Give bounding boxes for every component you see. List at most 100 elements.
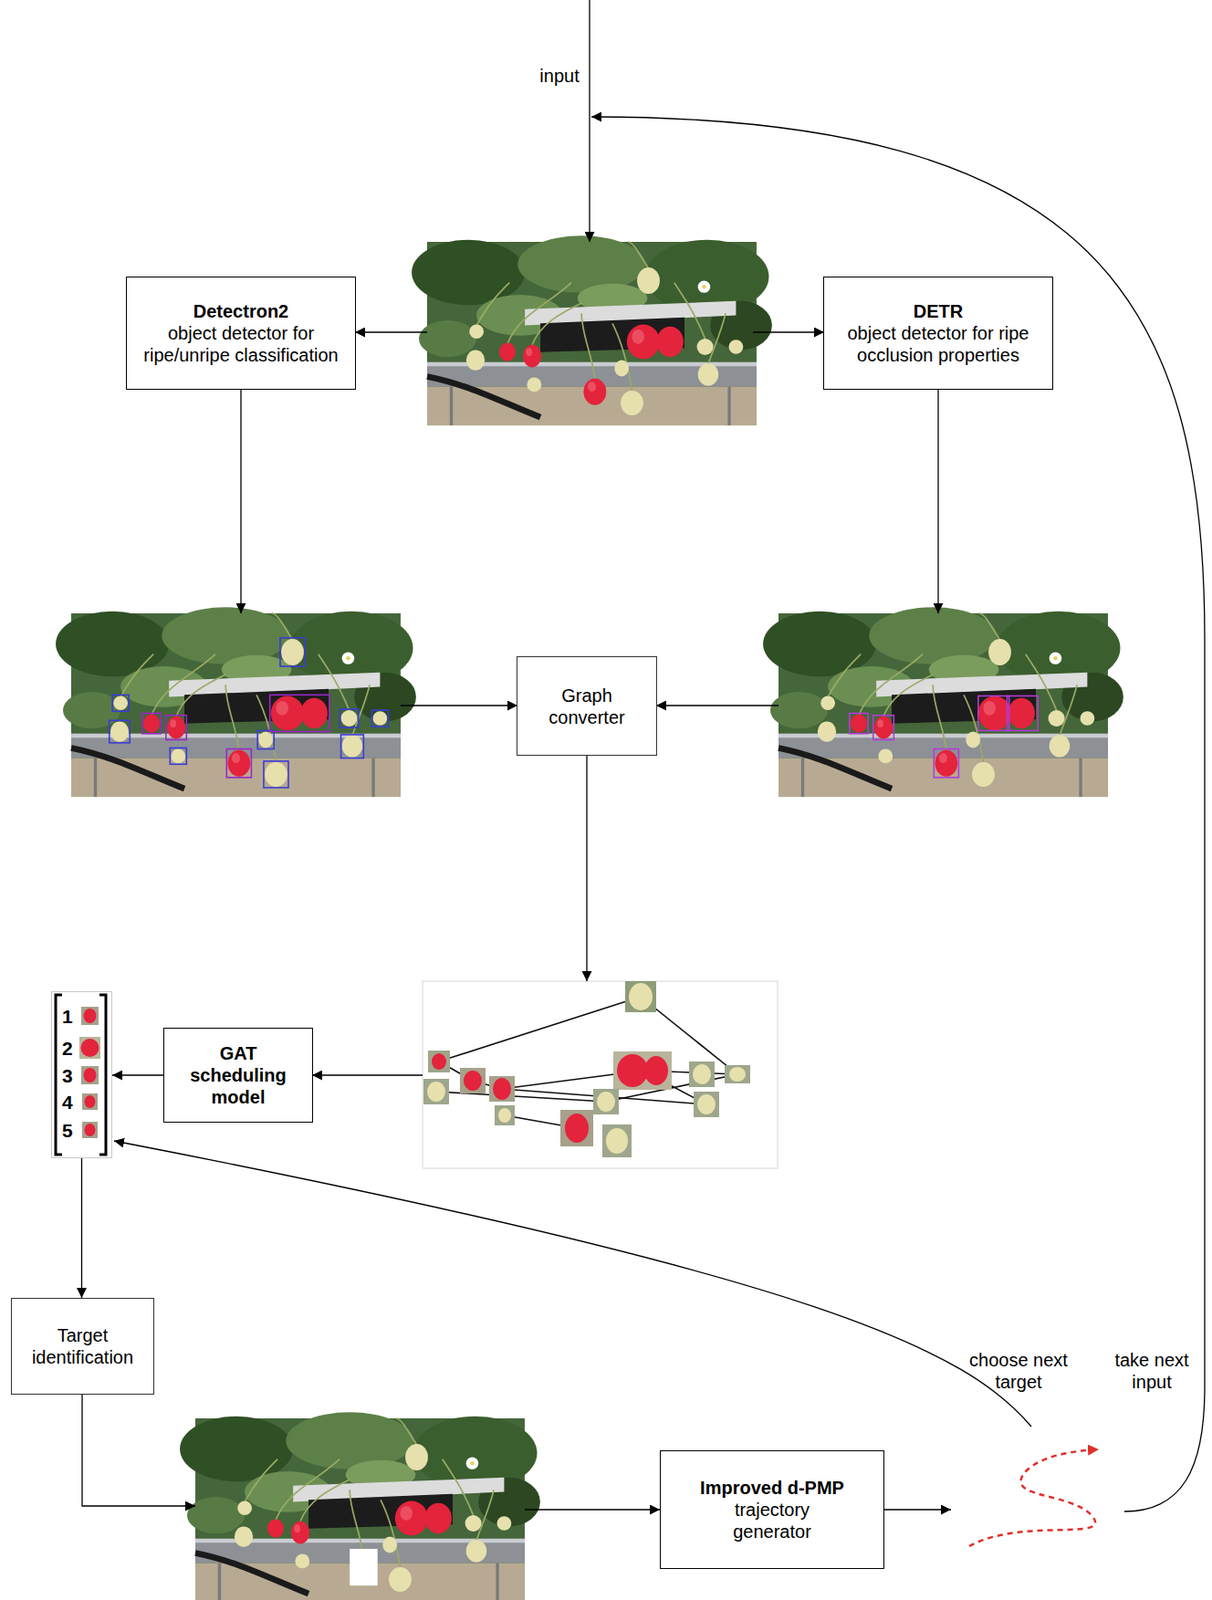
illustration-part xyxy=(689,1061,715,1087)
illustration-part xyxy=(625,981,657,1013)
illustration-part xyxy=(99,994,106,1155)
illustration-part xyxy=(593,1088,619,1115)
occlusion-photo xyxy=(762,606,1124,797)
illustration-part xyxy=(431,1053,447,1070)
photo-scene xyxy=(762,606,1124,797)
illustration-part xyxy=(524,1508,660,1510)
illustration-part xyxy=(428,1050,450,1073)
illustration-part xyxy=(114,1140,1032,1427)
illustration-part xyxy=(355,331,428,333)
illustration-part xyxy=(933,749,959,778)
illustration-part xyxy=(724,1065,751,1084)
illustration-part xyxy=(371,710,388,727)
process-box: Graph converter xyxy=(516,656,658,756)
illustration-part xyxy=(84,1095,96,1108)
illustration-part xyxy=(1006,695,1038,731)
illustration-part xyxy=(84,1123,96,1137)
illustration-part xyxy=(339,709,358,728)
illustration-part xyxy=(591,116,1205,1512)
box-title: Target identification xyxy=(20,1324,145,1369)
process-box: DETRobject detector for ripe occlusion p… xyxy=(823,276,1054,390)
photo-scene xyxy=(55,606,417,797)
illustration-part xyxy=(423,981,751,1158)
input-photo xyxy=(411,235,773,426)
illustration-part xyxy=(83,1008,97,1024)
photo-scene xyxy=(179,1411,541,1600)
illustration-part xyxy=(82,1121,98,1139)
illustration-part xyxy=(463,1070,482,1091)
illustration-part xyxy=(752,331,825,333)
illustration-part xyxy=(79,1036,101,1059)
illustration-part xyxy=(83,1067,97,1083)
process-box: Target identification xyxy=(10,1297,155,1395)
box-title: DETR xyxy=(913,300,963,323)
box-text: object detector for ripe occlusion prope… xyxy=(833,322,1044,366)
illustration-part xyxy=(606,1128,628,1154)
illustration-part xyxy=(644,1055,669,1086)
process-box: GAT scheduling model xyxy=(163,1027,314,1123)
box-title: Detectron2 xyxy=(193,300,289,323)
illustration-part xyxy=(142,694,330,777)
illustration-part xyxy=(438,996,641,1062)
illustration-part xyxy=(166,715,188,741)
illustration-part xyxy=(459,1067,486,1094)
illustration-part xyxy=(849,712,868,733)
box-title: Graph converter xyxy=(526,684,648,729)
rank-number: 3 xyxy=(62,1065,74,1087)
connector-arrow xyxy=(81,1158,83,1298)
ranked-list: 1 2 3 4 5 xyxy=(51,991,113,1159)
illustration-part xyxy=(341,734,365,759)
illustration-part xyxy=(616,1054,648,1087)
illustration-part xyxy=(422,981,778,1169)
illustration-part xyxy=(697,1094,716,1115)
rank-number: 4 xyxy=(62,1091,74,1114)
graph-image xyxy=(422,981,778,1169)
illustration-part xyxy=(588,0,590,242)
illustration-part xyxy=(613,1051,672,1090)
illustration-part xyxy=(423,1078,450,1105)
rank-number: 1 xyxy=(62,1005,74,1028)
illustration-part xyxy=(349,1548,377,1586)
illustration-part xyxy=(436,996,738,1129)
illustration-part xyxy=(656,704,779,706)
detection-photo xyxy=(55,606,417,797)
flow-arrows xyxy=(82,0,1205,1512)
illustration-part xyxy=(270,694,330,732)
illustration-part xyxy=(560,1109,594,1147)
annotation-label: choose next target xyxy=(954,1348,1083,1393)
illustration-part xyxy=(494,1105,515,1126)
illustration-part xyxy=(498,1107,512,1123)
illustration-part xyxy=(55,994,63,1155)
illustration-part xyxy=(81,1006,99,1025)
illustration-part xyxy=(884,1508,951,1510)
rank-number: 2 xyxy=(62,1037,74,1060)
illustration-part xyxy=(312,1074,423,1076)
illustration-part xyxy=(492,1077,512,1100)
illustration-part xyxy=(596,1091,616,1112)
illustration-part xyxy=(226,749,251,778)
rank-number: 5 xyxy=(62,1119,74,1142)
process-box: Improved d-PMPtrajectory generator xyxy=(659,1450,885,1569)
illustration-part xyxy=(564,1113,589,1143)
illustration-part xyxy=(693,1091,720,1118)
annotation-label: take next input xyxy=(1106,1348,1198,1393)
illustration-part xyxy=(280,637,305,667)
illustration-part xyxy=(602,1124,632,1158)
illustration-part xyxy=(142,712,161,733)
illustration-part xyxy=(81,1065,99,1085)
ranked-list-bracket xyxy=(55,994,106,1155)
illustration-part xyxy=(849,695,1038,777)
illustration-part xyxy=(109,720,131,743)
illustration-part xyxy=(400,704,518,706)
illustration-part xyxy=(692,1064,711,1085)
illustration-part xyxy=(873,715,895,741)
illustration-part xyxy=(978,695,1010,731)
illustration-part xyxy=(82,1093,98,1110)
illustration-part xyxy=(82,1394,196,1506)
box-title: GAT scheduling model xyxy=(173,1042,303,1108)
connector-arrow xyxy=(112,1074,164,1076)
illustration-part xyxy=(257,730,274,749)
connector-layer xyxy=(82,1075,165,1298)
annotation-label: input xyxy=(516,64,603,87)
illustration-part xyxy=(109,637,389,788)
